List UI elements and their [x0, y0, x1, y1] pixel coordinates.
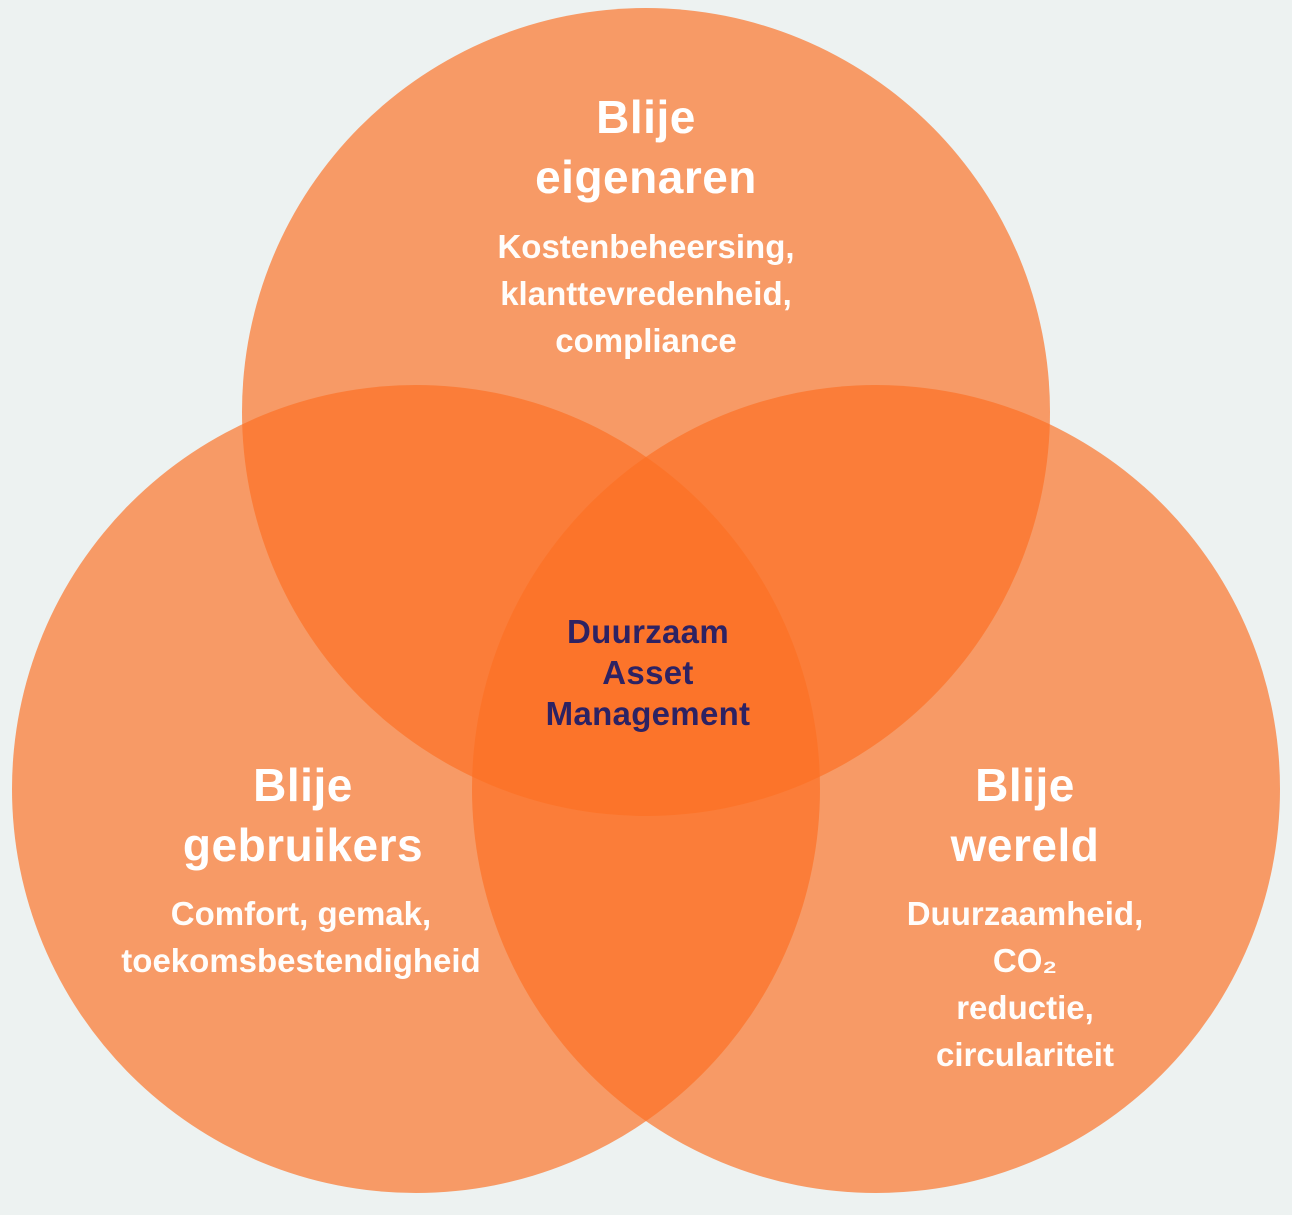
subtitle-blije-eigenaren: Kostenbeheersing, klanttevredenheid, com… [497, 228, 795, 359]
circle-blije-wereld [472, 385, 1280, 1193]
subtitle-blije-gebruikers: Comfort, gemak, toekomsbestendigheid [121, 895, 481, 979]
title-blije-gebruikers: Blije gebruikers [182, 759, 424, 871]
title-blije-eigenaren: Blije eigenaren [535, 91, 757, 203]
center-label-duurzaam-asset-management: Duurzaam Asset Management [545, 613, 751, 732]
subtitle-blije-wereld: Duurzaamheid, CO₂ reductie, circularitei… [906, 895, 1144, 1073]
title-blije-wereld: Blije wereld [950, 759, 1100, 871]
